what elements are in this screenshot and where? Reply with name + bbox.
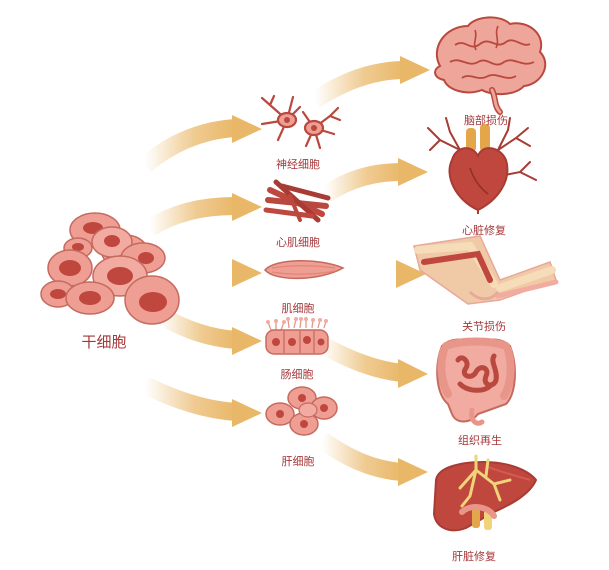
cardiac-cell-label: 心肌细胞 [276,236,320,249]
neuron-cell-icon [260,94,342,150]
liver-cell-label: 肝细胞 [281,455,315,468]
heart-outcome-label: 心脏修复 [462,224,506,237]
joint-outcome-label: 关节损伤 [462,320,506,333]
intestinal-cell-icon [265,317,329,355]
liver-icon [432,454,538,532]
neuron-cell-label: 神经细胞 [276,158,320,171]
arrow-neuron-to-brain [310,56,430,108]
muscle-cell-label: 肌细胞 [281,302,315,315]
arrow-cardiac-to-heart [319,158,428,203]
arrow-intestinal-to-intestine [317,337,428,388]
arrow-source-to-liver [140,376,262,427]
intestinal-cell-label: 肠细胞 [280,368,314,381]
cardiac-muscle-cell-icon [263,179,331,223]
arrow-source-to-cardiac [145,193,262,236]
brain-icon [434,16,547,115]
arrow-source-to-intestinal [155,307,262,355]
muscle-cell-icon [264,260,345,280]
arrow-source-to-neuron [139,115,262,172]
arrow-liver-to-liver [316,432,428,486]
arrow-source-to-muscle [160,259,262,287]
stem-cell-cluster-icon [40,212,180,325]
brain-outcome-label: 脑部损伤 [464,114,508,127]
arrow-muscle-to-joint [330,260,426,288]
intestine-icon [436,337,516,426]
stem-cell-label: 干细胞 [81,333,127,351]
liver-cell-icon [265,386,338,436]
liver-outcome-label: 肝脏修复 [452,550,496,563]
heart-icon [427,117,537,214]
joint-icon [413,235,559,305]
intestine-outcome-label: 组织再生 [458,434,502,447]
